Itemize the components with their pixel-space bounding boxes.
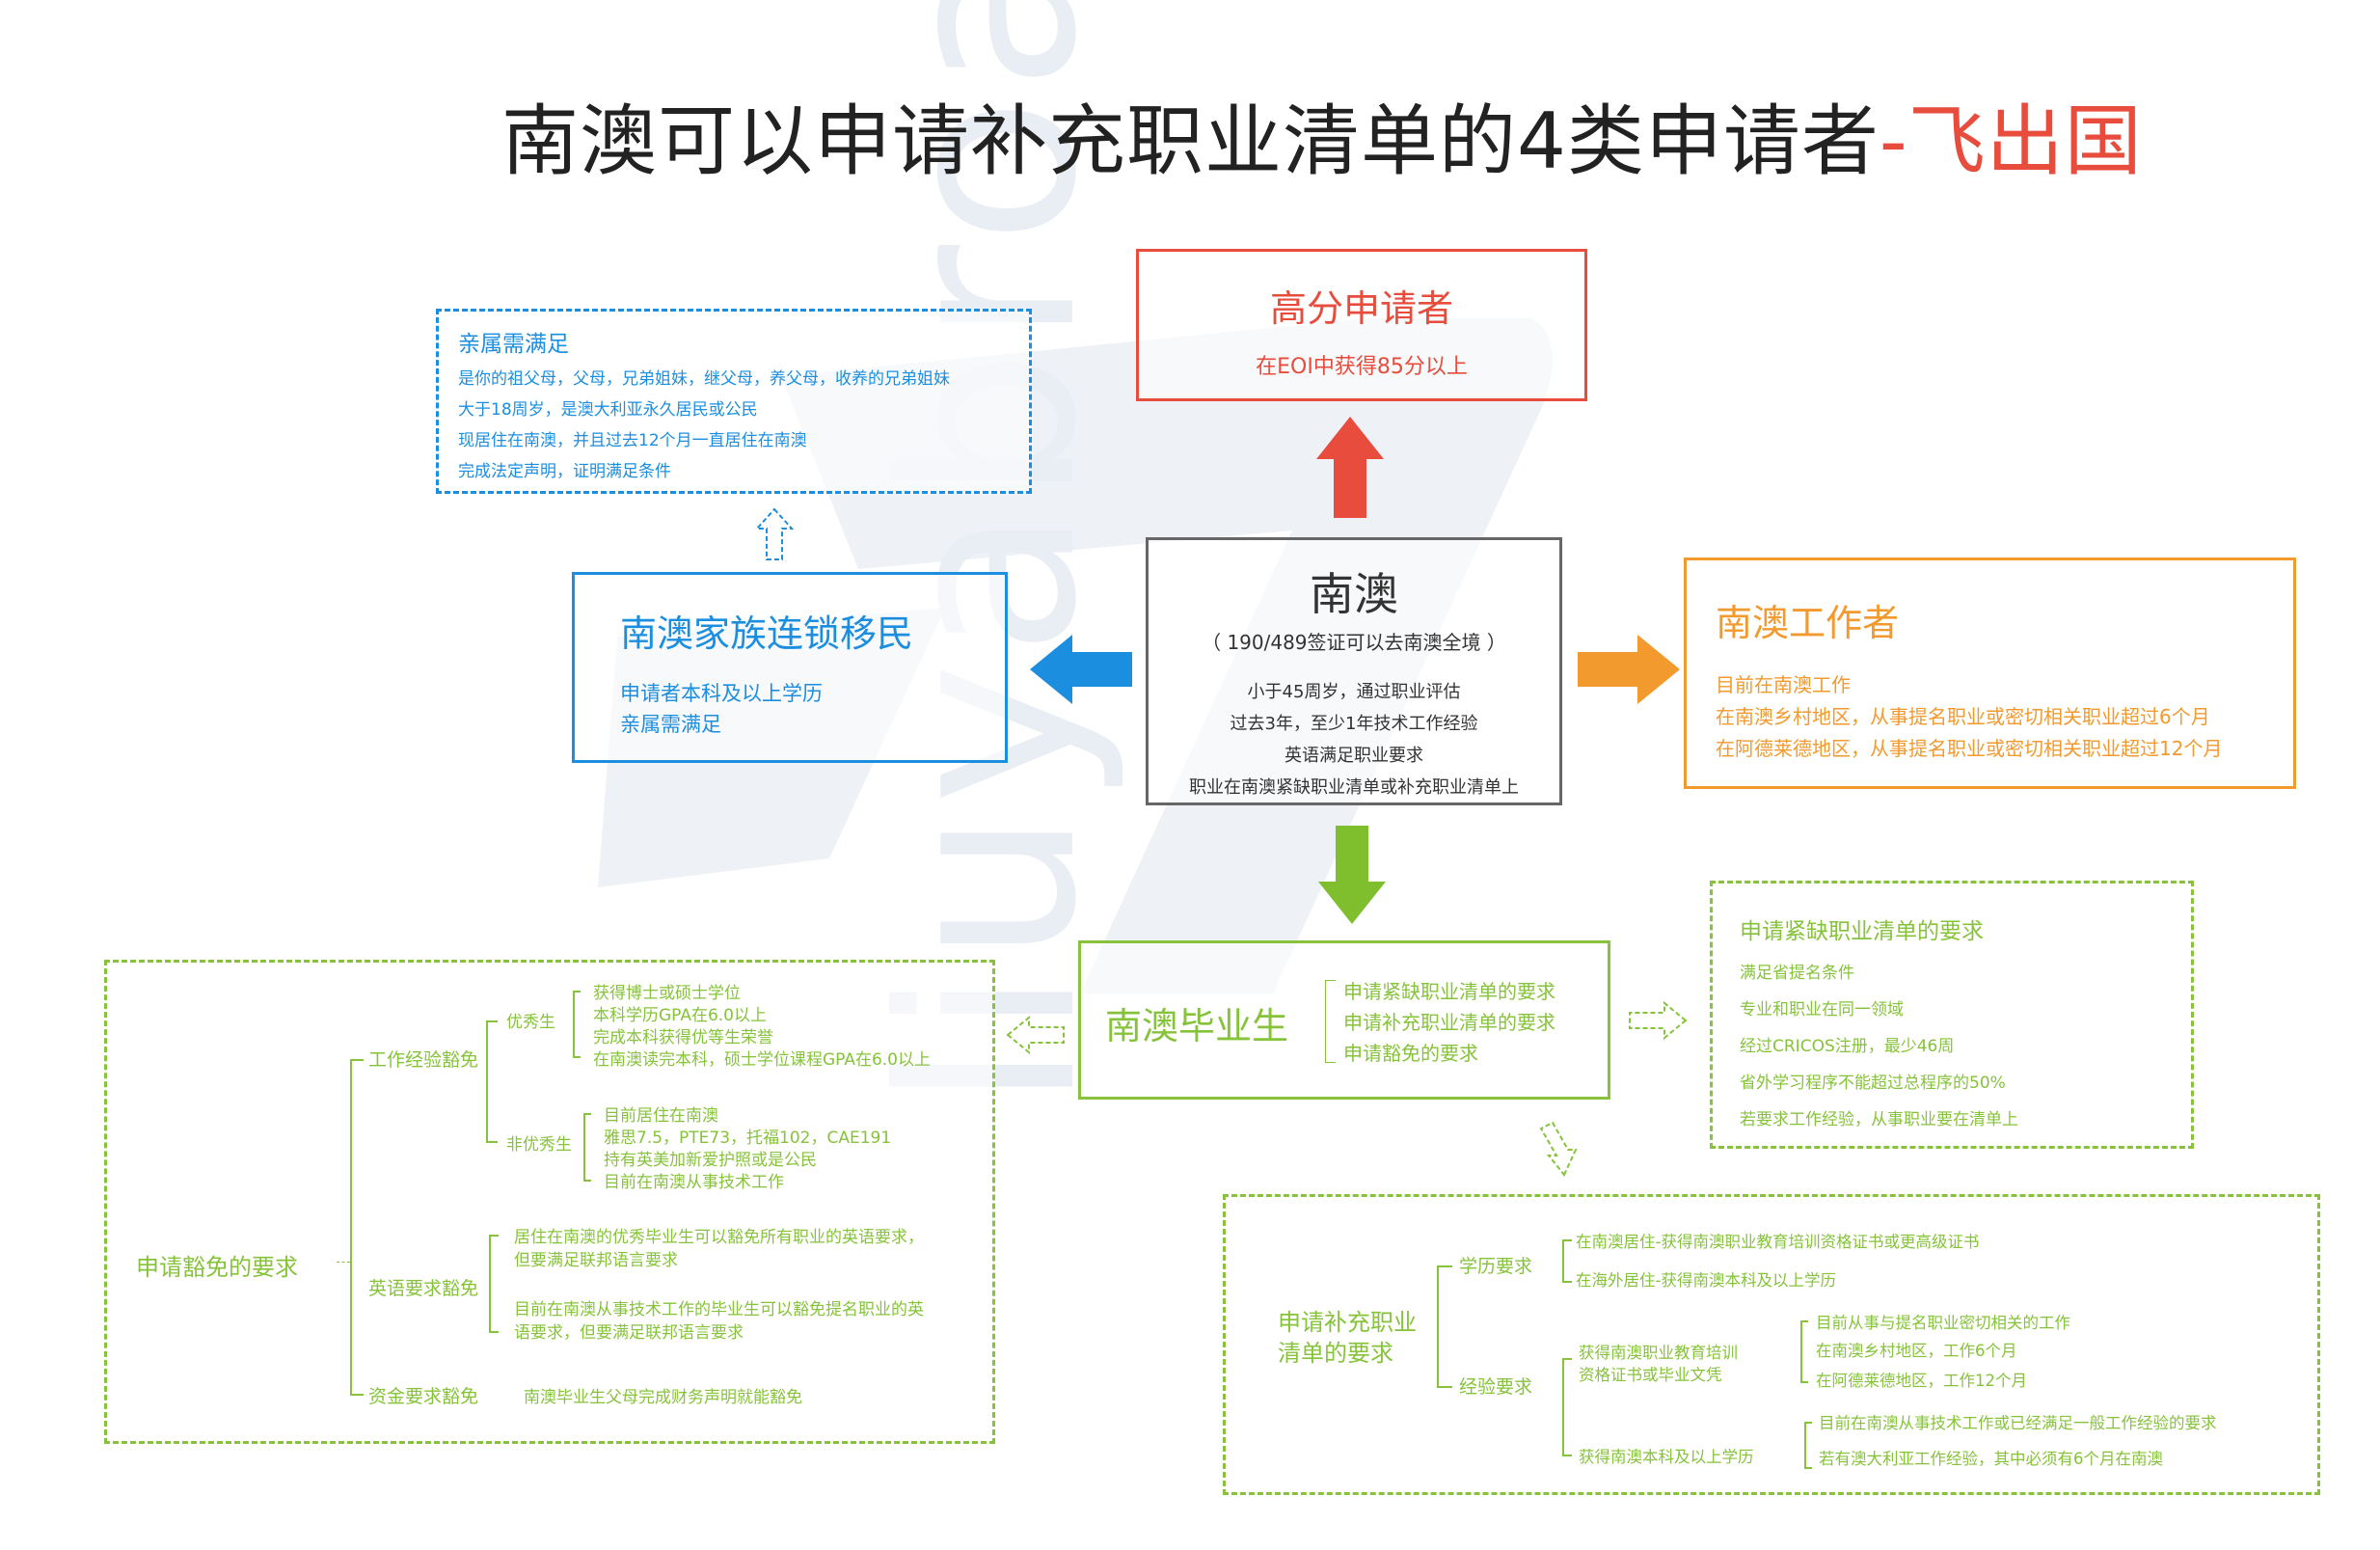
english-item-line: 目前在南澳从事技术工作的毕业生可以豁免提名职业的英: [514, 1300, 924, 1319]
relative-requirements-box: 亲属需满足 是你的祖父母，父母，兄弟姐妹，继父母，养父母，收养的兄弟姐妹 大于1…: [436, 309, 1032, 494]
shortage-item: 若要求工作经验，从事职业要在清单上: [1740, 1110, 2018, 1129]
worker-requirements: 目前在南澳工作 在南澳乡村地区，从事提名职业或密切相关职业超过6个月 在阿德莱德…: [1716, 669, 2293, 765]
relative-item: 完成法定声明，证明满足条件: [458, 462, 671, 481]
outline-arrow-down-icon: [1539, 1121, 1578, 1177]
excellent-item: 本科学历GPA在6.0以上: [593, 1006, 768, 1025]
title-suffix: -飞出国: [1879, 96, 2143, 186]
relative-item: 是你的祖父母，父母，兄弟姐妹，继父母，养父母，收养的兄弟姐妹: [458, 369, 950, 389]
supplementary-list-box: 申请补充职业 清单的要求 学历要求 在南澳居住-获得南澳职业教育培训资格证书或更…: [1223, 1194, 2320, 1495]
shortage-item: 专业和职业在同一领域: [1740, 1000, 1904, 1020]
relative-title: 亲属需满足: [458, 332, 569, 357]
excellent-item: 获得博士或硕士学位: [593, 984, 741, 1003]
shortage-list-box: 申请紧缺职业清单的要求 满足省提名条件 专业和职业在同一领域 经过CRICOS注…: [1710, 881, 2194, 1149]
relative-item: 大于18周岁，是澳大利亚永久居民或公民: [458, 400, 758, 420]
high-score-box: 高分申请者 在EOI中获得85分以上: [1136, 249, 1587, 401]
bachelor-item: 若有澳大利亚工作经验，其中必须有6个月在南澳: [1819, 1450, 2163, 1468]
graduate-options: 申请紧缺职业清单的要求 申请补充职业清单的要求 申请豁免的要求: [1343, 976, 1555, 1069]
south-australia-center-box: 南澳 （ 190/489签证可以去南澳全境 ） 小于45周岁，通过职业评估 过去…: [1146, 537, 1562, 805]
worker-title: 南澳工作者: [1716, 602, 1900, 644]
page-title: 南澳可以申请补充职业清单的4类申请者-飞出国: [501, 79, 2143, 191]
arrow-left-icon: [1030, 635, 1132, 704]
outline-arrow-left-icon: [1006, 1015, 1065, 1055]
non-excellent-item: 持有英美加新爱护照或是公民: [604, 1151, 817, 1170]
non-excellent-item: 雅思7.5，PTE73，托福102，CAE191: [604, 1129, 892, 1148]
graduate-brace: [1325, 980, 1336, 1063]
english-exemption-label: 英语要求豁免: [368, 1278, 479, 1299]
shortage-title: 申请紧缺职业清单的要求: [1740, 919, 1984, 944]
relative-item: 现居住在南澳，并且过去12个月一直居住在南澳: [458, 431, 807, 450]
vet-item: 目前从事与提名职业密切相关的工作: [1816, 1314, 2070, 1332]
supplementary-title-line: 清单的要求: [1278, 1340, 1393, 1367]
worker-item: 在阿德莱德地区，从事提名职业或密切相关职业超过12个月: [1716, 737, 2223, 760]
vet-item: 在阿德莱德地区，工作12个月: [1816, 1372, 2027, 1390]
excellent-item: 在南澳读完本科，硕士学位课程GPA在6.0以上: [593, 1050, 932, 1070]
graduate-box: 南澳毕业生 申请紧缺职业清单的要求 申请补充职业清单的要求 申请豁免的要求: [1078, 940, 1610, 1100]
center-title: 南澳: [1310, 568, 1398, 620]
outline-arrow-up-icon: [754, 507, 795, 560]
family-title: 南澳家族连锁移民: [620, 612, 914, 655]
exemption-box: 申请豁免的要求 工作经验豁免 优秀生 获得博士或硕士学位 本科学历GPA在6.0…: [104, 960, 995, 1444]
shortage-item: 省外学习程序不能超过总程序的50%: [1740, 1074, 2006, 1093]
supplementary-title-line: 申请补充职业: [1278, 1309, 1417, 1336]
exemption-title: 申请豁免的要求: [136, 1254, 298, 1281]
outline-arrow-right-icon: [1629, 1000, 1688, 1041]
excellent-item: 完成本科获得优等生荣誉: [593, 1028, 773, 1047]
center-requirements: 小于45周岁，通过职业评估 过去3年，至少1年技术工作经验 英语满足职业要求 职…: [1149, 676, 1559, 803]
worker-item: 在南澳乡村地区，从事提名职业或密切相关职业超过6个月: [1716, 705, 2210, 728]
family-chain-box: 南澳家族连锁移民 申请者本科及以上学历 亲属需满足: [572, 572, 1008, 763]
vet-label-line: 获得南澳职业教育培训: [1579, 1344, 1738, 1362]
center-item: 英语满足职业要求: [1285, 746, 1423, 766]
graduate-item: 申请补充职业清单的要求: [1343, 1011, 1555, 1034]
exemption-bracket: [350, 1059, 352, 1394]
work-exp-exemption-label: 工作经验豁免: [368, 1049, 479, 1071]
education-item: 在海外居住-获得南澳本科及以上学历: [1576, 1271, 1836, 1290]
shortage-item: 经过CRICOS注册，最少46周: [1740, 1037, 1955, 1056]
family-item: 申请者本科及以上学历: [620, 682, 823, 705]
excellent-label: 优秀生: [506, 1013, 555, 1032]
english-item-line: 居住在南澳的优秀毕业生可以豁免所有职业的英语要求，: [514, 1228, 924, 1247]
center-subtitle: （ 190/489签证可以去南澳全境 ）: [1202, 631, 1506, 654]
graduate-title: 南澳毕业生: [1105, 1005, 1289, 1047]
family-requirements: 申请者本科及以上学历 亲属需满足: [620, 678, 1005, 740]
non-excellent-item: 目前在南澳从事技术工作: [604, 1173, 784, 1192]
family-item: 亲属需满足: [620, 713, 721, 736]
graduate-item: 申请豁免的要求: [1343, 1042, 1478, 1065]
center-item: 过去3年，至少1年技术工作经验: [1230, 714, 1478, 734]
experience-label: 经验要求: [1459, 1376, 1533, 1398]
arrow-right-icon: [1578, 635, 1680, 704]
vet-item: 在南澳乡村地区，工作6个月: [1816, 1342, 2017, 1360]
shortage-item: 满足省提名条件: [1740, 964, 1854, 983]
english-item-line: 语要求，但要满足联邦语言要求: [514, 1323, 744, 1343]
high-score-title: 高分申请者: [1269, 287, 1453, 330]
bachelor-label: 获得南澳本科及以上学历: [1579, 1448, 1754, 1466]
bachelor-item: 目前在南澳从事技术工作或已经满足一般工作经验的要求: [1819, 1414, 2217, 1432]
graduate-item: 申请紧缺职业清单的要求: [1343, 980, 1555, 1003]
high-score-subtitle: 在EOI中获得85分以上: [1256, 355, 1468, 379]
center-item: 职业在南澳紧缺职业清单或补充职业清单上: [1189, 777, 1519, 798]
non-excellent-item: 目前居住在南澳: [604, 1106, 718, 1126]
worker-item: 目前在南澳工作: [1716, 673, 1851, 696]
arrow-up-icon: [1316, 417, 1384, 518]
funds-exemption-label: 资金要求豁免: [368, 1386, 479, 1407]
non-excellent-label: 非优秀生: [506, 1135, 572, 1155]
arrow-down-icon: [1318, 826, 1386, 924]
education-item: 在南澳居住-获得南澳职业教育培训资格证书或更高级证书: [1576, 1233, 1980, 1251]
shortage-items: 满足省提名条件 专业和职业在同一领域 经过CRICOS注册，最少46周 省外学习…: [1740, 955, 2191, 1138]
worker-box: 南澳工作者 目前在南澳工作 在南澳乡村地区，从事提名职业或密切相关职业超过6个月…: [1684, 557, 2296, 789]
funds-exemption-text: 南澳毕业生父母完成财务声明就能豁免: [524, 1388, 802, 1407]
english-item-line: 但要满足联邦语言要求: [514, 1251, 678, 1270]
center-item: 小于45周岁，通过职业评估: [1247, 682, 1461, 702]
vet-label-line: 资格证书或毕业文凭: [1579, 1366, 1722, 1384]
title-main: 南澳可以申请补充职业清单的4类申请者: [501, 96, 1880, 186]
relative-items: 是你的祖父母，父母，兄弟姐妹，继父母，养父母，收养的兄弟姐妹 大于18周岁，是澳…: [458, 364, 1029, 487]
education-label: 学历要求: [1459, 1256, 1533, 1277]
